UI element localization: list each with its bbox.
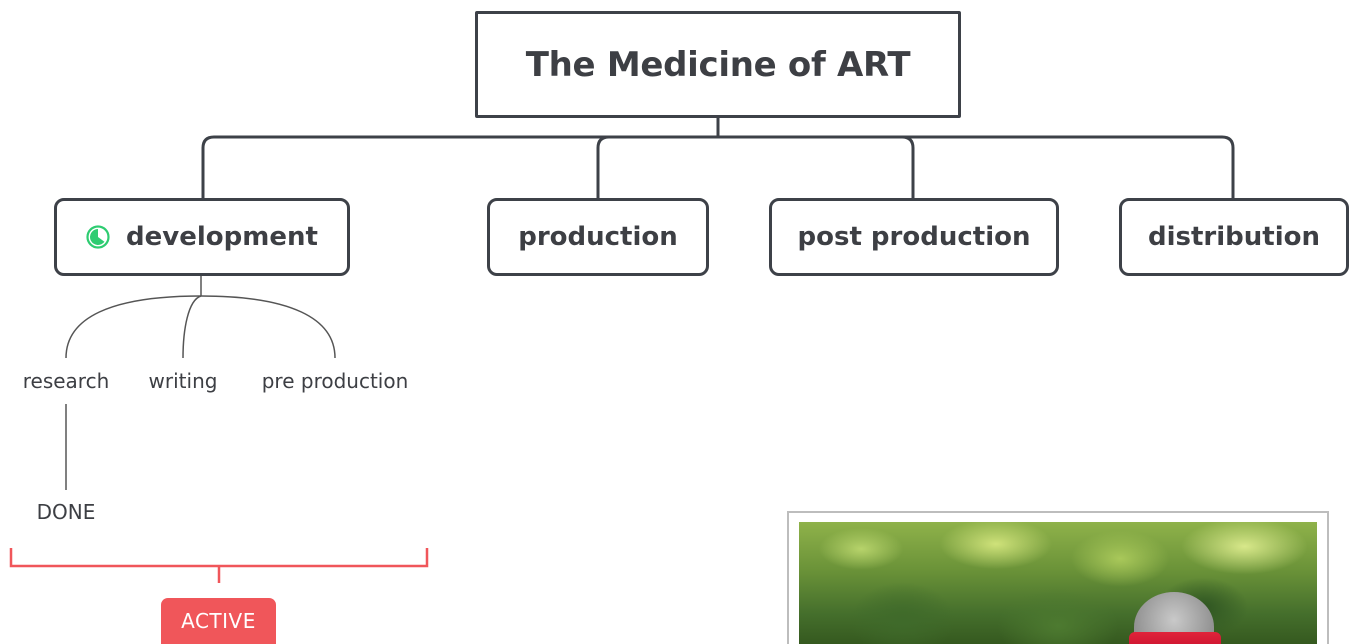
branch-production-label: production xyxy=(518,222,678,252)
research-status-done[interactable]: DONE xyxy=(36,500,96,524)
subtopic-writing[interactable]: writing xyxy=(148,369,218,393)
branch-distribution[interactable]: distribution xyxy=(1119,198,1349,276)
post-production-stem-connector xyxy=(901,135,915,198)
production-stem-connector xyxy=(596,135,610,198)
progress-pie-icon xyxy=(86,225,110,249)
research-curve-connector xyxy=(65,295,202,359)
branch-post-production-label: post production xyxy=(797,222,1031,252)
branch-development[interactable]: development xyxy=(54,198,350,276)
branch-distribution-label: distribution xyxy=(1148,222,1320,252)
photo-attachment[interactable] xyxy=(787,511,1329,644)
pre-production-curve-connector xyxy=(200,295,336,359)
summary-active-label: ACTIVE xyxy=(181,609,256,633)
photo-image xyxy=(799,522,1317,644)
writing-curve-connector xyxy=(182,295,202,359)
branch-post-production[interactable]: post production xyxy=(769,198,1059,276)
photo-person-headband xyxy=(1129,632,1221,644)
subtopic-pre-production[interactable]: pre production xyxy=(261,369,409,393)
subtopic-research[interactable]: research xyxy=(22,369,110,393)
root-topic-label: The Medicine of ART xyxy=(525,44,911,85)
branch-bus-connector xyxy=(201,135,1235,198)
branch-production[interactable]: production xyxy=(487,198,709,276)
summary-bracket xyxy=(9,548,429,583)
summary-active-badge[interactable]: ACTIVE xyxy=(161,598,276,644)
root-topic[interactable]: The Medicine of ART xyxy=(475,11,961,118)
branch-development-label: development xyxy=(126,222,318,252)
